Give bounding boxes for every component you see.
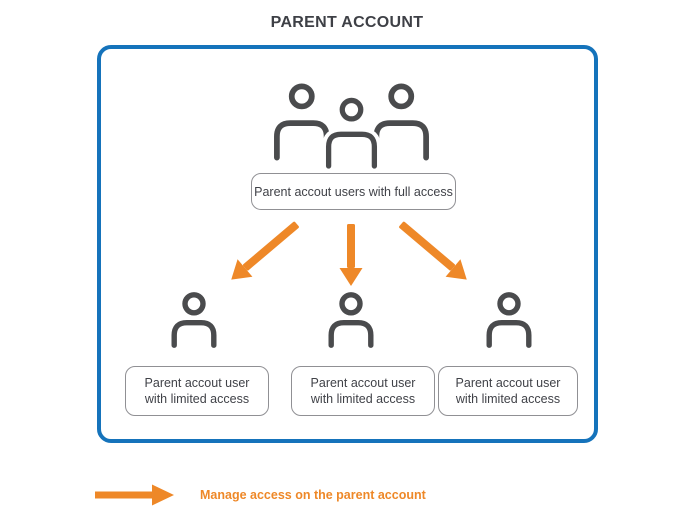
arrow-down-icon: [339, 224, 363, 286]
legend-label: Manage access on the parent account: [200, 488, 426, 502]
arrow-down-left-icon: [231, 221, 299, 280]
limited-access-label: Parent accout user with limited access: [291, 366, 435, 416]
full-access-label: Parent accout users with full access: [251, 173, 456, 210]
arrow-right-icon: [95, 484, 174, 506]
page-title: PARENT ACCOUNT: [270, 14, 424, 31]
limited-access-line2: with limited access: [310, 392, 416, 406]
parent-account-box: Parent accout users with full access: [97, 45, 598, 443]
full-access-label-text: Parent accout users with full access: [254, 184, 453, 199]
limited-access-label: Parent accout user with limited access: [438, 366, 578, 416]
limited-access-line1: Parent accout user: [144, 376, 250, 390]
users-group-icon: [270, 83, 433, 171]
user-icon: [486, 292, 532, 348]
user-icon: [328, 292, 374, 348]
limited-access-line1: Parent accout user: [455, 376, 561, 390]
limited-access-label: Parent accout user with limited access: [125, 366, 269, 416]
limited-access-line2: with limited access: [144, 392, 250, 406]
limited-access-line1: Parent accout user: [310, 376, 416, 390]
arrow-down-right-icon: [399, 221, 467, 280]
flow-arrows: [231, 221, 467, 286]
user-icon: [171, 292, 217, 348]
limited-access-line2: with limited access: [455, 392, 561, 406]
